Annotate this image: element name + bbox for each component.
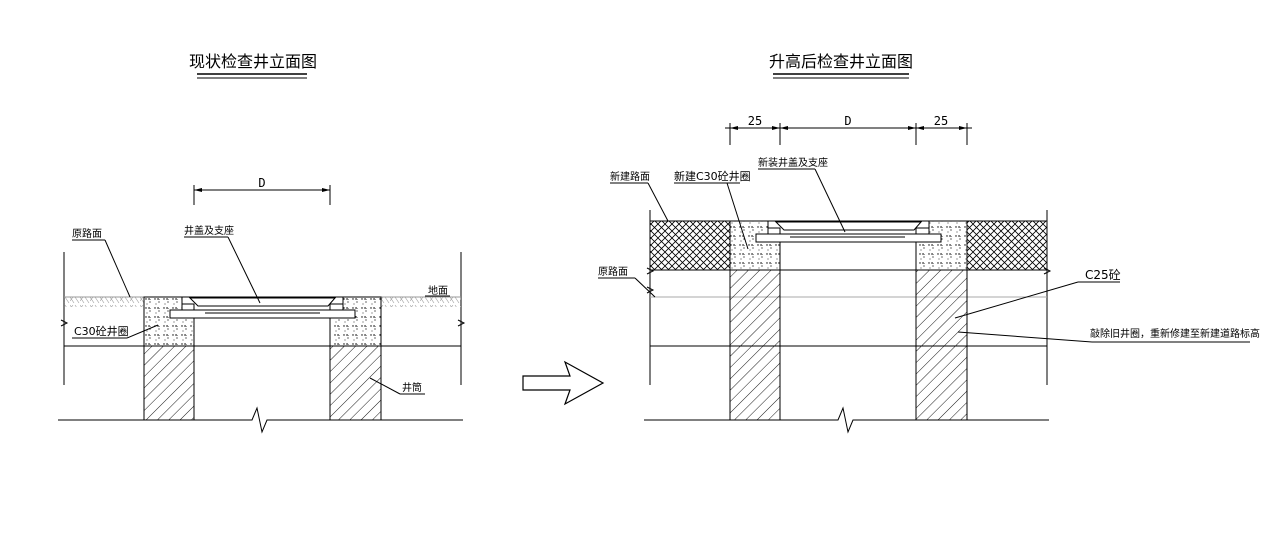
- r-left-break-lower: [646, 286, 655, 294]
- r-left-break-upper: [646, 267, 655, 275]
- ground-soil-left: [64, 297, 144, 307]
- dim-left-25: 25: [748, 114, 762, 128]
- new-road-right: [966, 220, 1048, 271]
- label-orig-road-r: 原路面: [598, 265, 628, 278]
- shaft-wall-left: [143, 345, 195, 421]
- c25-wall-left: [729, 269, 781, 421]
- left-dim-label: D: [258, 176, 265, 190]
- left-title: 现状检查井立面图: [189, 52, 317, 71]
- label-c25: C25砼: [1085, 268, 1121, 282]
- label-ring: C30砼井圈: [74, 324, 129, 338]
- left-dimension: D: [193, 176, 331, 205]
- right-title: 升高后检查井立面图: [769, 52, 913, 71]
- label-shaft: 井筒: [402, 381, 422, 394]
- right-view: 升高后检查井立面图 25 D 25: [598, 52, 1260, 434]
- label-cover: 井盖及支座: [184, 224, 234, 237]
- label-new-ring: 新建C30砼井圈: [674, 169, 751, 183]
- label-new-cover: 新装井盖及支座: [758, 156, 828, 169]
- left-break-mark: [60, 319, 69, 327]
- left-view: 现状检查井立面图 D: [58, 52, 466, 434]
- label-orig-road: 原路面: [72, 227, 102, 240]
- transition-arrow-icon: [522, 360, 605, 406]
- manhole-cover: [169, 296, 356, 319]
- ground-soil-right: [381, 297, 461, 307]
- right-dimensions: 25 D 25: [725, 114, 972, 145]
- label-new-road: 新建路面: [610, 170, 650, 183]
- label-ground: 地面: [428, 284, 448, 297]
- new-road-left: [649, 220, 731, 271]
- c25-wall-right: [915, 269, 968, 421]
- r-bottom-break-line: [644, 406, 1049, 434]
- dim-d: D: [844, 114, 851, 128]
- right-break-mark: [457, 319, 466, 327]
- shaft-wall-right: [329, 345, 382, 421]
- bottom-break-line: [58, 406, 463, 434]
- dim-right-25: 25: [934, 114, 948, 128]
- label-demolish-note: 敲除旧井圈，重新修建至新建道路标高: [1090, 327, 1260, 340]
- new-manhole-cover: [755, 220, 942, 243]
